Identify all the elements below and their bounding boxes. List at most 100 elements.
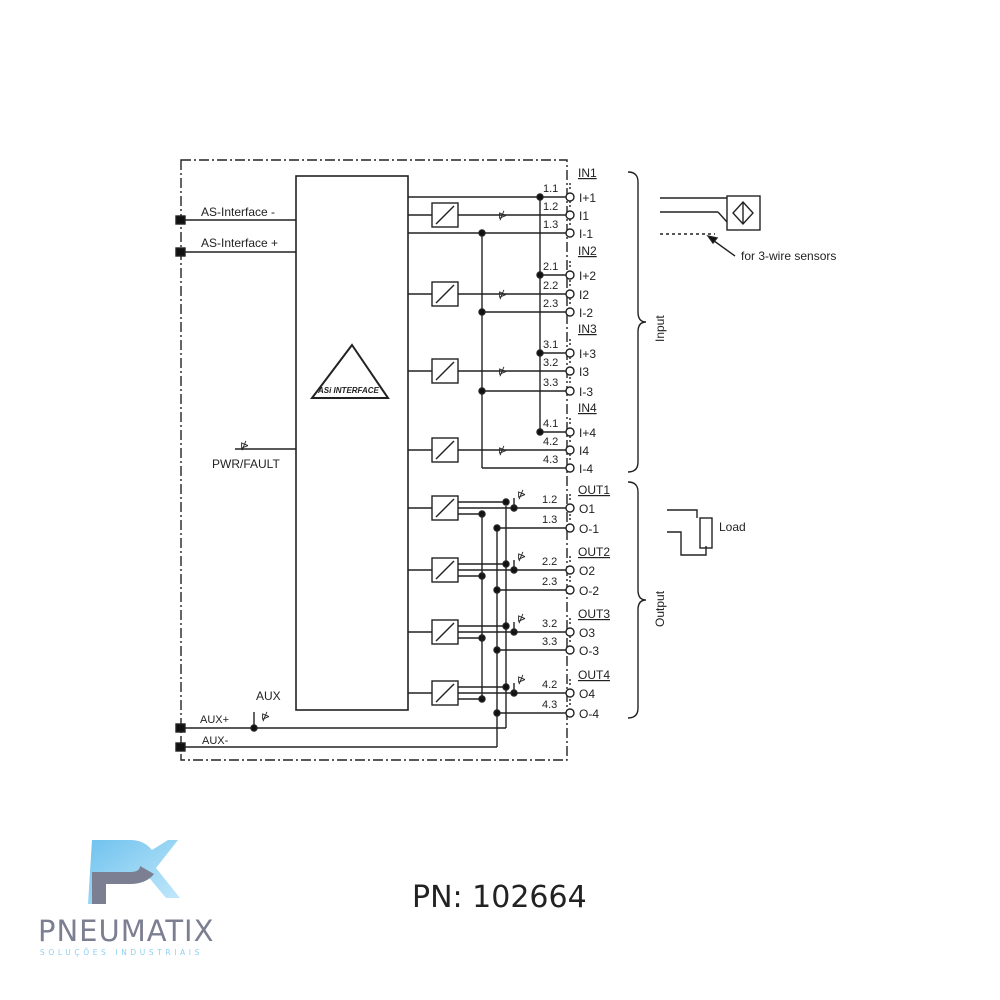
output-converter (431, 680, 459, 706)
pin-label: I3 (579, 365, 589, 379)
pin-number: 3.1 (543, 339, 558, 351)
output-terminal[interactable] (565, 645, 575, 655)
pin-number: 3.3 (542, 636, 557, 648)
input-group-label: IN2 (578, 244, 597, 258)
pin-number: 2.1 (543, 261, 558, 273)
pin-number: 1.3 (542, 514, 557, 526)
pin-number: 1.2 (542, 494, 557, 506)
output-terminal[interactable] (565, 503, 575, 513)
output-brace (627, 481, 647, 719)
input-terminal[interactable] (565, 386, 575, 396)
pin-number: 1.2 (543, 201, 558, 213)
pin-label: I-3 (579, 385, 593, 399)
pin-number: 2.2 (542, 556, 557, 568)
pin-label: I-4 (579, 462, 593, 476)
sensor-note: for 3-wire sensors (741, 249, 836, 263)
input-section-label: Input (653, 315, 667, 342)
pin-label: I+2 (579, 269, 596, 283)
input-terminal[interactable] (565, 289, 575, 299)
brand-name: PNEUMATIX (38, 914, 215, 948)
pin-label: O2 (579, 564, 595, 578)
pin-number: 2.3 (542, 576, 557, 588)
pin-label: I-1 (579, 227, 593, 241)
part-number: PN: 102664 (412, 880, 587, 915)
as-plus-label: AS-Interface + (201, 236, 278, 250)
pin-label: I4 (579, 444, 589, 458)
pin-label: I+4 (579, 426, 596, 440)
input-terminal[interactable] (565, 445, 575, 455)
pin-label: I+3 (579, 347, 596, 361)
pin-label: O-2 (579, 584, 599, 598)
input-converter (431, 202, 459, 228)
pin-label: I1 (579, 209, 589, 223)
pin-number: 4.2 (542, 679, 557, 691)
input-terminal[interactable] (565, 427, 575, 437)
output-terminal[interactable] (565, 627, 575, 637)
led-icon: ⋫ (517, 489, 526, 501)
as-minus-label: AS-Interface - (201, 205, 275, 219)
sensor-symbol (660, 195, 761, 257)
pin-label: I+1 (579, 191, 596, 205)
input-group-label: IN3 (578, 322, 597, 336)
asi-logo: ASi INTERFACE (309, 343, 390, 399)
pin-number: 1.1 (543, 183, 558, 195)
pin-number: 3.3 (543, 377, 558, 389)
pin-number: 2.3 (543, 298, 558, 310)
pneumatix-logo-icon (88, 840, 180, 904)
output-terminal[interactable] (565, 523, 575, 533)
led-icon: ⋫ (498, 366, 507, 378)
brand-tagline: SOLUÇÕES INDUSTRIAIS (40, 948, 203, 957)
output-terminal[interactable] (565, 688, 575, 698)
pin-number: 2.2 (543, 280, 558, 292)
led-icon: ⋫ (498, 289, 507, 301)
input-terminal[interactable] (565, 192, 575, 202)
aux-minus-terminal (175, 742, 186, 752)
input-converter (431, 437, 459, 463)
led-icon: ⋫ (517, 674, 526, 686)
led-icon: ⋫ (517, 551, 526, 563)
asi-controller-block (295, 175, 409, 711)
output-converter (431, 557, 459, 583)
pin-label: I2 (579, 288, 589, 302)
output-terminal[interactable] (565, 565, 575, 575)
load-label: Load (719, 520, 746, 534)
output-group-label: OUT2 (578, 545, 610, 559)
output-terminal[interactable] (565, 585, 575, 595)
output-group-label: OUT4 (578, 668, 610, 682)
input-terminal[interactable] (565, 270, 575, 280)
output-terminal[interactable] (565, 708, 575, 718)
pin-number: 4.2 (543, 436, 558, 448)
led-icon: ⋫ (498, 445, 507, 457)
aux-led-label: AUX (256, 689, 281, 703)
output-section-label: Output (653, 590, 667, 627)
pin-label: O-4 (579, 707, 599, 721)
input-terminal[interactable] (565, 210, 575, 220)
pin-label: O4 (579, 687, 595, 701)
led-icon: ⋫ (498, 210, 507, 222)
input-brace (627, 171, 647, 473)
input-terminal[interactable] (565, 307, 575, 317)
pin-number: 4.3 (542, 699, 557, 711)
aux-led-icon: ⋫ (261, 711, 270, 723)
output-group-label: OUT1 (578, 483, 610, 497)
as-plus-terminal (175, 247, 186, 257)
module-outline (180, 159, 568, 761)
svg-text:ASi INTERFACE: ASi INTERFACE (317, 386, 380, 395)
output-converter (431, 619, 459, 645)
pin-label: O-3 (579, 644, 599, 658)
input-terminal[interactable] (565, 228, 575, 238)
input-terminal[interactable] (565, 463, 575, 473)
input-terminal[interactable] (565, 348, 575, 358)
led-icon: ⋫ (517, 613, 526, 625)
pwr-fault-led-icon: ⋫ (240, 440, 249, 452)
as-minus-terminal (175, 215, 186, 225)
output-converter (431, 495, 459, 521)
pin-number: 4.3 (543, 454, 558, 466)
pin-label: O-1 (579, 522, 599, 536)
input-terminal[interactable] (565, 366, 575, 376)
aux-plus-terminal (175, 723, 186, 733)
pin-label: O1 (579, 502, 595, 516)
input-group-label: IN4 (578, 401, 597, 415)
pin-label: O3 (579, 626, 595, 640)
